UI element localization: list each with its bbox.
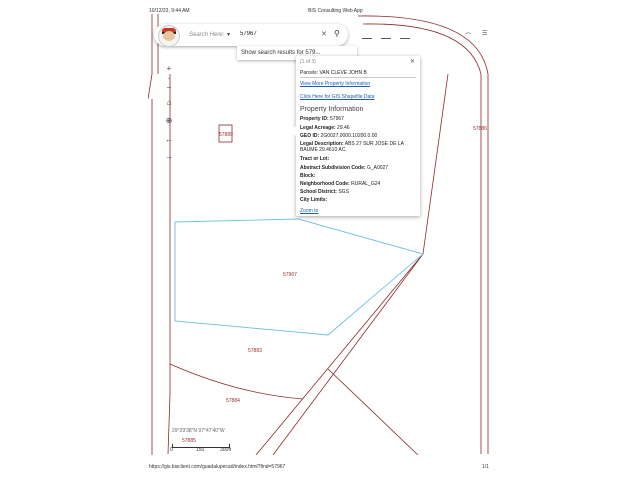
property-popup [296,56,420,216]
search-source-dropdown-icon[interactable]: ▾ [227,32,231,38]
popup-parcel-title: Parcels: VAN CLEVE JOHN B [300,70,367,76]
popup-count: (1 of 3) [300,59,316,65]
print-page-title: BIS Consulting Web App [308,8,363,14]
close-icon[interactable]: ✕ [410,59,416,65]
field-row: Legal Description: ABS 27 SUR JOSE DE LA… [300,141,404,153]
search-input[interactable] [240,28,320,40]
field-row: GEO ID: 2G0027.0000.10200.0.00 [300,133,378,139]
toolbar-tool-icon[interactable] [381,33,391,39]
search-icon[interactable]: ⚲ [334,29,340,38]
scale-tick: 150 [196,447,205,453]
parcel-line [362,23,482,75]
parcel-label: 57889 [219,132,233,138]
parcel-line [422,73,449,255]
parcel-label: 57883 [248,348,262,354]
parcel-line [169,363,304,400]
zoom-to-link[interactable]: Zoom to [300,208,319,214]
field-row: Legal Acreage: 29.46 [300,125,350,131]
section-title: Property Information [300,106,364,113]
field-row: City Limits: [300,197,328,203]
toolbar-tool-icon[interactable] [362,33,372,39]
field-row: Block: [300,173,316,179]
field-row: Tract or Lot: [300,156,330,162]
clear-search-icon[interactable]: ✕ [321,31,327,38]
scale-tick: 300ft [220,447,232,453]
parcel-label: 57885 [182,438,196,444]
toolbar-tool-icon[interactable] [400,33,410,39]
zoom-slider-icon[interactable]: · [167,74,171,83]
divider [300,77,416,78]
back-arrow-icon[interactable]: ← [165,135,173,144]
selected-parcel-outline [174,218,424,336]
zoom-out-icon[interactable]: − [166,83,172,92]
scale-bar [172,444,230,448]
gis-shapefile-link[interactable]: Click Here for GIS Shapefile Data [300,94,375,100]
field-row: Abstract Subdivision Code: G_A0027 [300,165,389,171]
parcel-label: 57884 [226,398,240,404]
locate-icon[interactable]: ⊕ [165,116,173,125]
popup-pointer [290,126,296,136]
view-more-link[interactable]: View More Property Information [300,81,371,87]
print-url: https://gis.bisclient.com/guadalupecad/i… [149,464,286,470]
parcel-line [167,74,171,455]
parcel-line [255,253,424,455]
print-page-number: 1/1 [482,464,489,470]
coordinate-readout: 29°29'38"N 97°47'40"W [172,428,225,434]
parcel-line [272,253,424,455]
menu-icon[interactable]: ☰ [482,31,488,37]
field-row: Neighborhood Code: RURAL_G24 [300,181,381,187]
scale-tick: 0 [170,447,173,453]
parcel-line [327,368,419,455]
home-icon[interactable]: ⌂ [166,98,172,107]
field-row: Property ID: 57967 [300,116,344,122]
app-logo [158,25,180,47]
search-label: Search Here: [189,32,225,38]
forward-arrow-icon[interactable]: → [165,152,173,161]
measure-icon[interactable]: ⌒ [465,34,472,40]
print-timestamp: 10/12/23, 9:44 AM [149,8,190,14]
parcel-label: 57967 [283,272,297,278]
parcel-line [148,14,153,100]
small-parcel [218,124,233,143]
zoom-in-icon[interactable]: + [166,64,172,73]
parcel-label: 57886 [473,126,487,132]
parcel-line [357,15,489,75]
field-row: School District: SGS [300,189,349,195]
